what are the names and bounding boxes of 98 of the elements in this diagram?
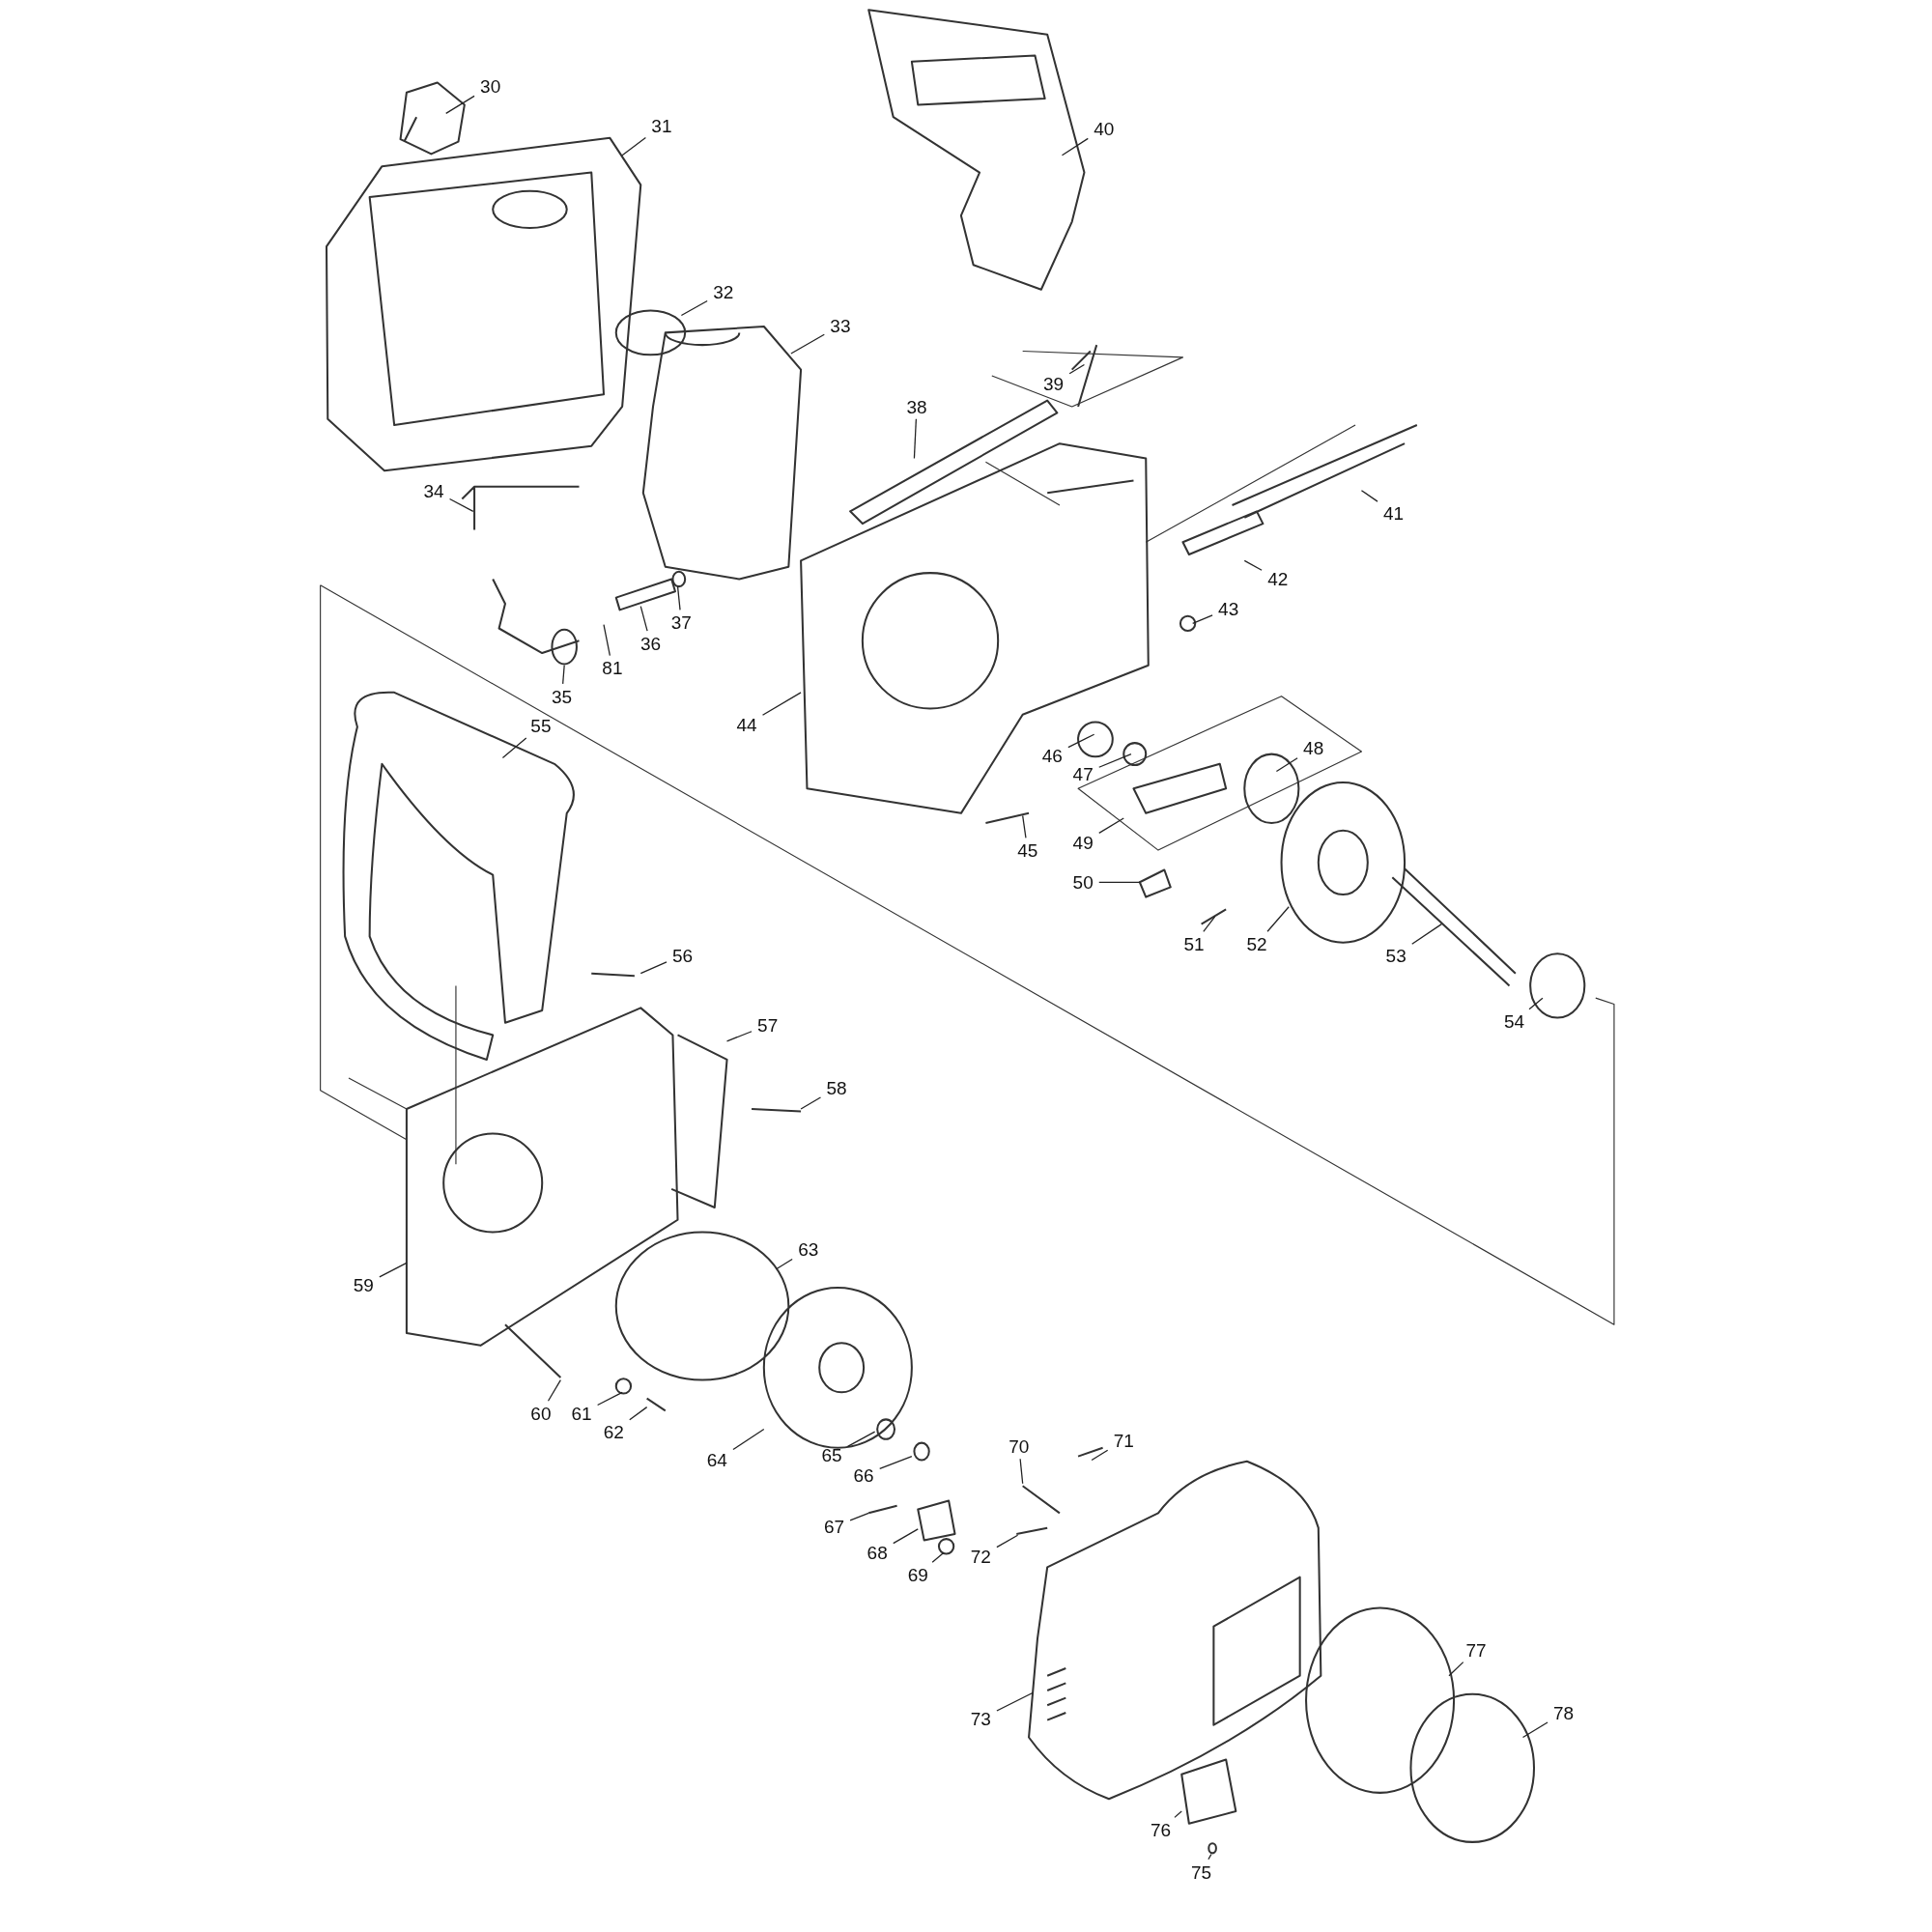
callout-number: 57 <box>757 1015 779 1035</box>
leader-line <box>931 1551 945 1563</box>
leader-line <box>1068 363 1086 375</box>
leader-line <box>1067 733 1095 749</box>
callout-number: 51 <box>1183 934 1205 953</box>
callout-number: 44 <box>736 715 757 734</box>
leader-line <box>1203 916 1216 932</box>
leader-line <box>913 418 917 460</box>
leader-line <box>1061 137 1089 156</box>
leader-line <box>597 1391 623 1406</box>
callout-number: 58 <box>826 1078 847 1097</box>
leader-line <box>732 1428 765 1451</box>
callout-number: 42 <box>1267 570 1289 588</box>
leader-line <box>1521 1721 1548 1739</box>
callout-number: 67 <box>823 1517 845 1536</box>
leader-line <box>1266 906 1290 932</box>
callout-number: 33 <box>830 316 851 335</box>
callout-number: 73 <box>970 1709 991 1728</box>
callout-number: 63 <box>798 1239 819 1259</box>
callout-number: 37 <box>670 612 692 632</box>
leader-line <box>800 1096 822 1110</box>
callout-number: 48 <box>1303 738 1324 757</box>
callout-number: 62 <box>603 1422 624 1441</box>
callout-number: 78 <box>1553 1703 1575 1722</box>
callout-number: 35 <box>552 687 573 706</box>
leader-line <box>790 333 825 355</box>
leader-line <box>849 1512 869 1521</box>
callout-number: 41 <box>1383 503 1405 523</box>
callout-number: 39 <box>1043 374 1065 393</box>
leader-line <box>996 1534 1019 1548</box>
leader-line <box>676 585 681 611</box>
callout-number: 31 <box>651 116 672 135</box>
leader-line <box>1243 559 1263 571</box>
callout-number: 59 <box>353 1275 374 1294</box>
leader-line <box>1275 757 1298 773</box>
leader-line <box>1192 614 1213 625</box>
leader-line <box>1098 881 1141 883</box>
leader-line <box>893 1528 919 1545</box>
callout-number: 30 <box>480 76 501 96</box>
leader-line <box>639 605 648 632</box>
callout-number: 36 <box>639 634 662 653</box>
callout-number: 40 <box>1094 119 1115 138</box>
callout-number: 70 <box>1009 1436 1030 1456</box>
callout-number: 56 <box>672 946 694 964</box>
leader-line <box>1360 490 1378 502</box>
callout-number: 65 <box>821 1445 842 1464</box>
callout-number: 76 <box>1150 1820 1172 1839</box>
leader-line <box>1208 1854 1212 1861</box>
callout-number: 43 <box>1218 599 1239 618</box>
callout-number: 64 <box>706 1450 727 1469</box>
callout-number: 71 <box>1113 1431 1134 1450</box>
leader-line <box>639 961 668 975</box>
leader-line <box>996 1691 1034 1712</box>
leader-line <box>1091 1449 1109 1462</box>
callout-number: 61 <box>571 1404 592 1423</box>
leader-line <box>629 1406 648 1421</box>
callout-number: 53 <box>1385 946 1406 964</box>
callout-number: 69 <box>907 1565 928 1584</box>
callout-number: 34 <box>423 481 444 500</box>
leader-line <box>1411 923 1442 945</box>
leader-line <box>775 1258 793 1270</box>
leader-line <box>1174 1810 1182 1819</box>
leader-line <box>448 497 474 512</box>
callout-number: 45 <box>1017 840 1038 860</box>
callout-number: 54 <box>1504 1011 1525 1031</box>
callout-number: 49 <box>1072 833 1094 852</box>
callout-number: 32 <box>713 282 734 301</box>
callout-number: 47 <box>1072 764 1094 783</box>
callout-number: 72 <box>970 1547 991 1566</box>
leader-line <box>725 1031 753 1042</box>
callout-number: 60 <box>530 1404 552 1423</box>
leader-line <box>1098 817 1124 835</box>
leader-line <box>1019 1458 1024 1485</box>
leader-line <box>562 665 565 685</box>
leader-line <box>846 1431 876 1448</box>
leader-line <box>603 624 611 657</box>
leader-line <box>761 692 802 716</box>
leader-line <box>547 1378 561 1402</box>
callout-number: 46 <box>1041 746 1063 765</box>
callout-number: 55 <box>530 716 552 735</box>
leader-line <box>379 1262 408 1278</box>
callout-number: 66 <box>853 1465 874 1485</box>
leader-line <box>1098 753 1132 768</box>
leader-line <box>879 1456 913 1470</box>
callout-number: 52 <box>1246 934 1267 953</box>
callout-number: 81 <box>602 658 623 677</box>
callout-number: 38 <box>906 397 927 416</box>
leader-line <box>1022 814 1027 838</box>
callout-number: 50 <box>1072 872 1094 892</box>
leader-line <box>621 136 646 156</box>
leader-line <box>501 737 527 759</box>
leader-line <box>1528 997 1544 1010</box>
leader-line <box>680 299 708 317</box>
callout-number: 68 <box>867 1543 888 1562</box>
leader-line <box>445 95 475 114</box>
leader-line <box>1448 1662 1464 1677</box>
callout-number: 75 <box>1191 1862 1212 1881</box>
callout-number: 77 <box>1465 1640 1487 1660</box>
